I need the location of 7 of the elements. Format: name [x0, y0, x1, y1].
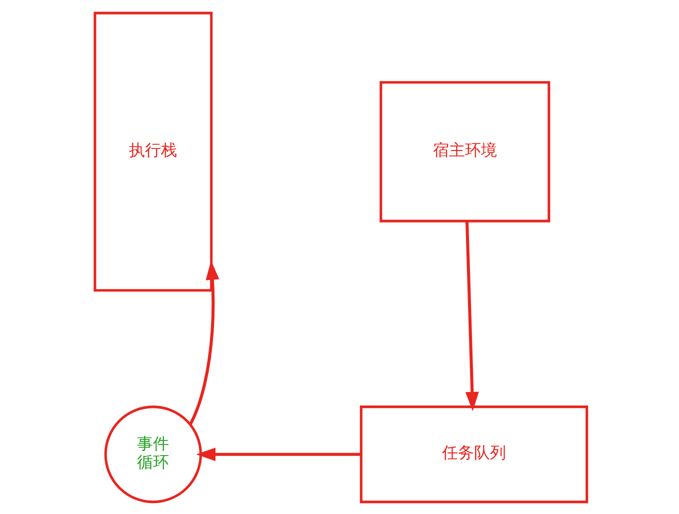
node-box: 宿主环境 — [379, 80, 550, 222]
arrow — [464, 220, 478, 411]
node-circle: 事件循环 — [104, 405, 202, 503]
arrow — [188, 260, 219, 425]
arrow — [196, 447, 361, 461]
node-box: 任务队列 — [359, 405, 588, 503]
node-box: 执行栈 — [93, 11, 212, 292]
